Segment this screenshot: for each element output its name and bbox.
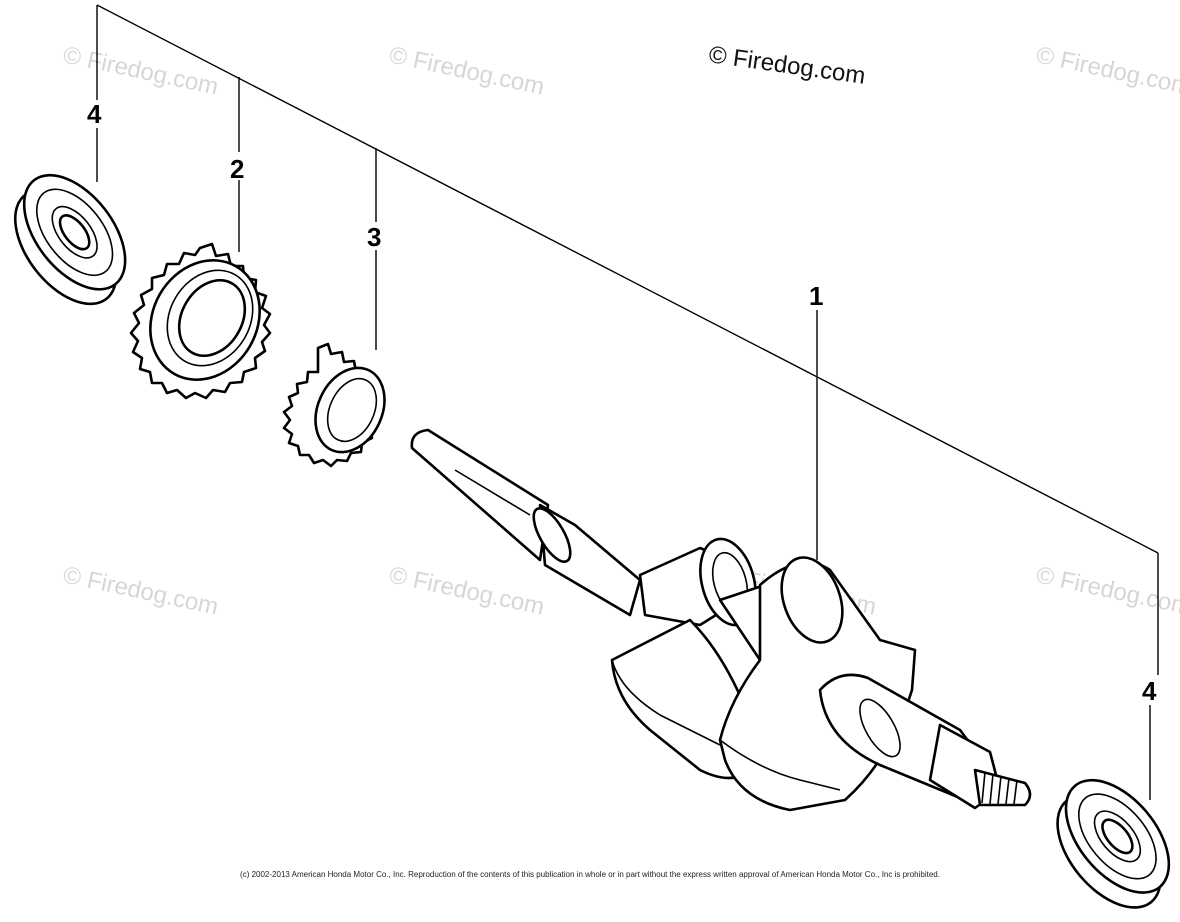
copyright-notice: (c) 2002-2013 American Honda Motor Co., … <box>240 870 940 879</box>
watermark-repeat: © Firedog.com <box>61 41 221 100</box>
gear-small <box>282 342 386 468</box>
ball-bearing-right <box>1056 778 1171 909</box>
watermark-repeat: © Firedog.com <box>61 561 221 620</box>
callout-4-right: 4 <box>1142 676 1157 706</box>
reference-line <box>96 4 1159 554</box>
watermark-repeat: © Firedog.com <box>387 41 547 100</box>
crankshaft <box>410 428 1032 812</box>
watermark-main: © Firedog.com <box>707 41 867 90</box>
watermark-repeat: © Firedog.com <box>1034 41 1180 100</box>
callout-1: 1 <box>809 281 823 311</box>
watermark-repeat: © Firedog.com <box>387 561 547 620</box>
gear-large <box>129 242 272 400</box>
callout-4-left: 4 <box>87 99 102 129</box>
callout-3: 3 <box>367 222 381 252</box>
leader-lines <box>96 4 1159 800</box>
callout-2: 2 <box>230 154 244 184</box>
ball-bearing-left <box>13 173 127 306</box>
